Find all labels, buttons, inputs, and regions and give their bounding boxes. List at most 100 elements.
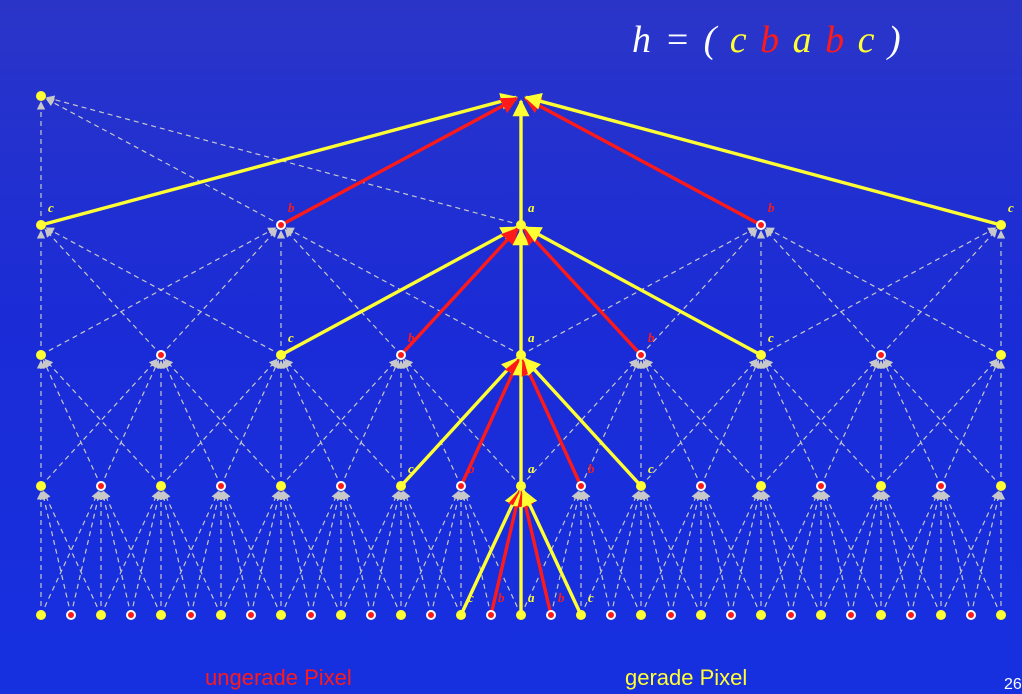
pixel-node-even	[396, 610, 406, 620]
pixel-node-even	[636, 610, 646, 620]
filter-edge-yellow	[524, 93, 1002, 227]
slide-number: 26	[1004, 676, 1022, 693]
dashed-edge	[222, 490, 282, 616]
pixel-node-odd-core	[638, 352, 644, 358]
dashed-edge	[940, 359, 1000, 487]
pixel-node-even	[156, 481, 166, 491]
dashed-edge	[700, 490, 760, 616]
filter-edge-red	[523, 227, 643, 357]
dashed-edge	[459, 491, 492, 616]
dashed-edge	[430, 491, 463, 616]
filter-edge-yellow	[280, 225, 519, 357]
pixel-node-odd-core	[68, 612, 74, 618]
dashed-edge	[160, 358, 278, 487]
dashed-edge	[40, 227, 277, 356]
dashed-edge	[162, 359, 222, 487]
weight-label-c: c	[288, 330, 294, 345]
caption-odd-pixels: ungerade Pixel	[205, 665, 352, 690]
pixel-node-even	[396, 481, 406, 491]
pixel-node-even	[996, 350, 1006, 360]
dashed-edge	[45, 227, 282, 356]
pixel-node-even	[216, 610, 226, 620]
dashed-edge	[282, 359, 342, 487]
dashed-edge	[40, 490, 100, 616]
pixel-node-odd-core	[128, 612, 134, 618]
weight-label-b: b	[288, 200, 295, 215]
dashed-edge	[879, 491, 912, 616]
dashed-edge	[582, 490, 642, 616]
dashed-edge	[884, 358, 1002, 487]
dashed-edge	[939, 491, 972, 616]
dashed-edge	[762, 359, 822, 487]
dashed-edge	[850, 491, 883, 616]
filter-edge-yellow	[523, 357, 643, 488]
dashed-edge	[70, 491, 103, 616]
dashed-edge	[760, 358, 878, 487]
dashed-edge	[99, 491, 132, 616]
dashed-edge	[880, 228, 998, 356]
filter-formula: h = ( c b a b c )	[632, 18, 903, 62]
weight-label-b: b	[588, 461, 595, 476]
pixel-node-odd-core	[668, 612, 674, 618]
highlighted-edges	[40, 93, 1002, 616]
pixel-node-odd-core	[608, 612, 614, 618]
dashed-edge	[579, 491, 612, 616]
pixel-node-odd-core	[698, 483, 704, 489]
dashed-edge	[339, 491, 372, 616]
pixel-node-even	[276, 481, 286, 491]
dashed-edge	[280, 490, 340, 616]
dashed-edge	[164, 358, 282, 487]
weight-label-b: b	[408, 330, 415, 345]
dashed-edge	[159, 491, 192, 616]
pixel-node-even	[36, 350, 46, 360]
pixel-node-odd-core	[818, 483, 824, 489]
pixel-node-odd-core	[368, 612, 374, 618]
dashed-edge	[160, 228, 278, 356]
pixel-node-odd-core	[458, 483, 464, 489]
dashed-edge	[42, 359, 102, 487]
pixel-node-even	[756, 350, 766, 360]
weight-label-b: b	[768, 200, 775, 215]
pixel-node-odd-core	[218, 483, 224, 489]
pixel-node-odd-core	[758, 222, 764, 228]
pixel-node-odd-core	[278, 222, 284, 228]
dashed-edge	[910, 491, 943, 616]
formula-term-b2: b	[825, 19, 847, 61]
pixel-node-odd-core	[848, 612, 854, 618]
dashed-edge	[162, 490, 222, 616]
pixel-node-odd-core	[488, 612, 494, 618]
dashed-edge	[642, 490, 702, 616]
dashed-edge	[279, 491, 312, 616]
weight-label-b: b	[468, 461, 475, 476]
dashed-edge	[820, 490, 880, 616]
dashed-edge	[402, 490, 462, 616]
filter-edge-yellow	[523, 225, 762, 357]
pixel-node-odd-core	[548, 612, 554, 618]
dashed-edge	[219, 491, 252, 616]
pixel-node-even	[756, 481, 766, 491]
weight-label-b: b	[498, 590, 505, 605]
dashed-edge	[880, 358, 998, 487]
weight-label-c: c	[1008, 200, 1014, 215]
weight-label-b: b	[558, 590, 565, 605]
pixel-node-even	[96, 610, 106, 620]
pixel-node-even	[996, 481, 1006, 491]
dashed-edge	[820, 359, 880, 487]
pixel-node-even	[996, 220, 1006, 230]
filter-edge-red	[280, 96, 519, 227]
formula-term-b1: b	[760, 19, 782, 61]
pixel-node-even	[276, 350, 286, 360]
dashed-edge	[340, 490, 400, 616]
dashed-edge	[970, 491, 1003, 616]
dashed-edge	[765, 227, 1002, 356]
dashed-edge	[764, 228, 882, 356]
dashed-edge	[40, 358, 158, 487]
pixel-node-odd-core	[578, 483, 584, 489]
filter-edge-red	[459, 358, 521, 487]
dashed-edge	[670, 491, 703, 616]
pixel-node-odd-core	[788, 612, 794, 618]
dashed-edge	[759, 491, 792, 616]
filter-edge-yellow	[521, 488, 583, 616]
formula-term-c2: c	[857, 19, 877, 61]
dashed-edge	[160, 490, 220, 616]
